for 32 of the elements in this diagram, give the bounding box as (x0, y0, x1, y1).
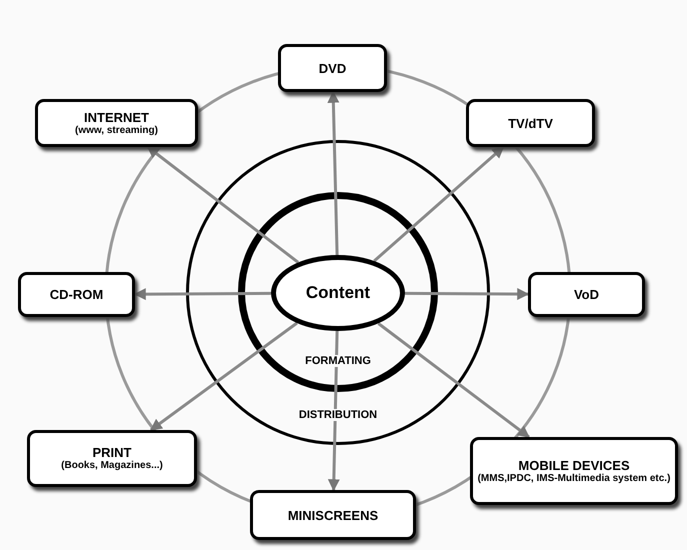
media-box (470, 437, 678, 505)
media-box (466, 99, 595, 147)
box-title: PRINT (92, 445, 132, 460)
ring-label: FORMATING (303, 355, 373, 367)
arrow (404, 288, 530, 300)
box-title: MINISCREENS (288, 508, 378, 522)
media-box (27, 430, 197, 487)
media-box (250, 490, 416, 540)
box-title: MOBILE DEVICES (518, 458, 630, 472)
box-title: VoD (574, 287, 600, 302)
arrow (377, 322, 530, 438)
arrow (146, 146, 300, 264)
box-subtitle: (MMS,IPDC, IMS-Multimedia system etc.) (478, 472, 670, 484)
box-title: TV/dTV (508, 116, 553, 130)
box-title: CD-ROM (50, 287, 104, 302)
media-box (278, 44, 387, 92)
media-box (35, 99, 198, 147)
ring-label: DISTRIBUTION (296, 409, 380, 421)
box-title: DVD (318, 60, 346, 76)
ring-circle (238, 192, 438, 392)
media-box (528, 272, 645, 317)
arrow (134, 288, 272, 300)
box-subtitle: (www, streaming) (75, 124, 158, 136)
ring-circle (186, 140, 490, 445)
content-ellipse: Content (271, 255, 405, 331)
arrow (327, 90, 340, 256)
media-box (18, 272, 135, 317)
arrow (373, 146, 504, 262)
arrow (150, 322, 298, 432)
box-title: INTERNET (84, 110, 149, 124)
arrow (328, 330, 340, 492)
box-subtitle: (Books, Magazines...) (61, 460, 163, 472)
